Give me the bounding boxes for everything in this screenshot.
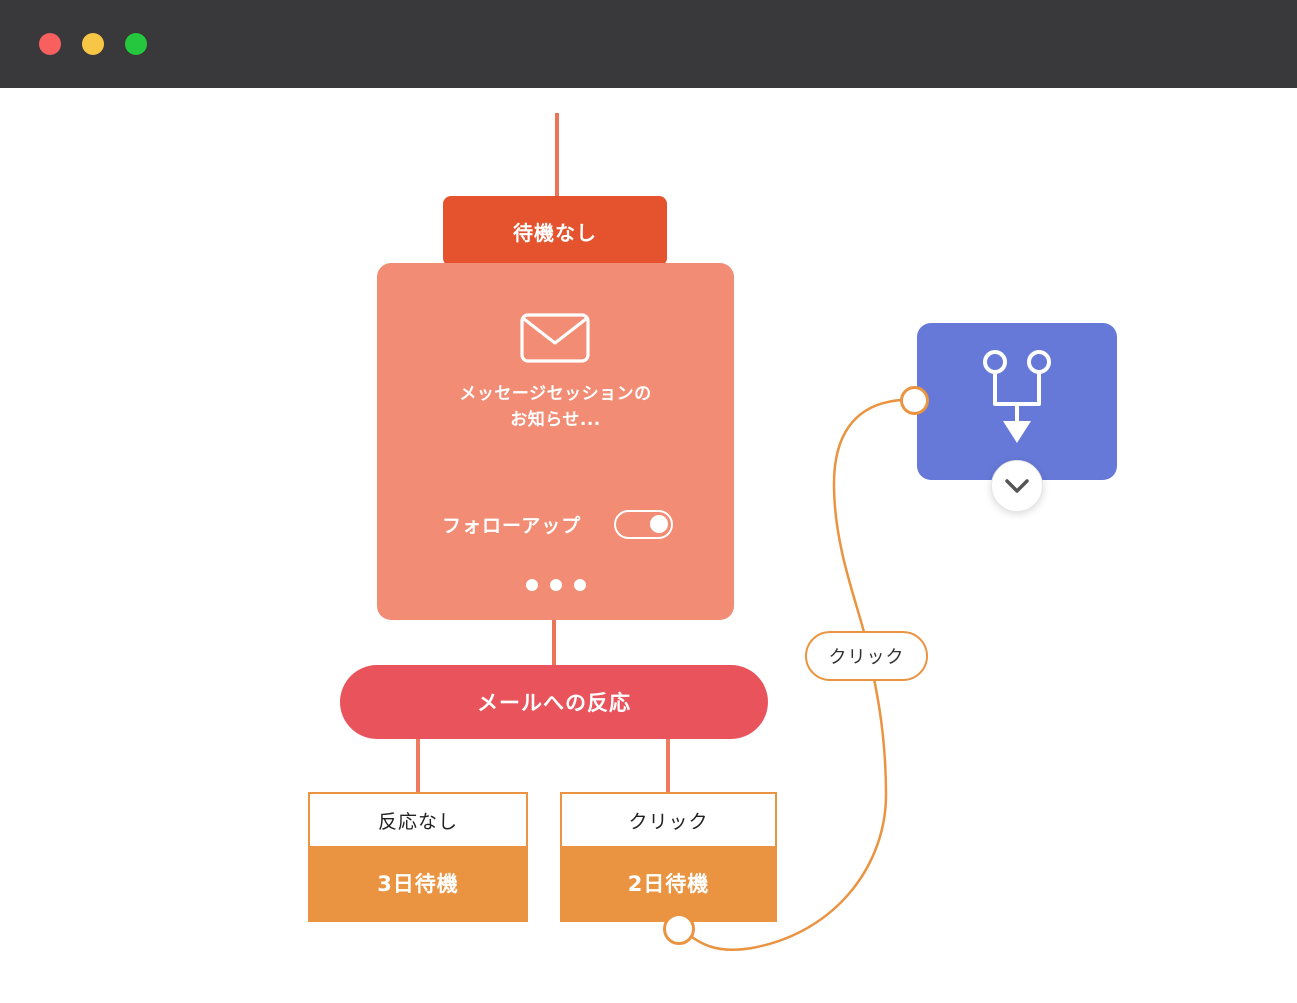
curve-click-label[interactable]: クリック bbox=[805, 631, 928, 681]
branch-click-node[interactable]: クリック 2日待機 bbox=[560, 792, 777, 922]
envelope-icon bbox=[520, 313, 590, 363]
curve-click-label-text: クリック bbox=[828, 647, 905, 668]
branch-no-reaction-action: 3日待機 bbox=[310, 846, 526, 920]
close-button[interactable] bbox=[39, 33, 61, 55]
email-message-card[interactable]: メッセージセッションの お知らせ... フォローアップ bbox=[377, 263, 734, 620]
click-branch-connection-point[interactable] bbox=[663, 913, 695, 945]
wait-tag-node[interactable]: 待機なし bbox=[443, 196, 667, 266]
condition-pill-label: メールへの反応 bbox=[477, 691, 631, 715]
wait-tag-label: 待機なし bbox=[513, 220, 597, 245]
email-reaction-condition-node[interactable]: メールへの反応 bbox=[340, 665, 768, 739]
minimize-button[interactable] bbox=[82, 33, 104, 55]
branch-no-reaction-node[interactable]: 反応なし 3日待機 bbox=[308, 792, 528, 922]
branch-click-action: 2日待機 bbox=[562, 846, 775, 920]
email-card-title-line2: お知らせ... bbox=[510, 410, 601, 430]
chevron-down-icon bbox=[1005, 479, 1029, 493]
expand-chevron-button[interactable] bbox=[991, 460, 1043, 512]
email-card-title: メッセージセッションの お知らせ... bbox=[377, 381, 734, 433]
branch-click-condition: クリック bbox=[628, 810, 709, 833]
blue-node-connection-point[interactable] bbox=[900, 386, 929, 415]
email-card-title-line1: メッセージセッションの bbox=[459, 384, 652, 404]
followup-label: フォローアップ bbox=[442, 515, 582, 537]
window-titlebar bbox=[0, 0, 1297, 88]
branch-merge-node[interactable] bbox=[917, 323, 1117, 480]
toggle-knob bbox=[650, 515, 668, 533]
maximize-button[interactable] bbox=[125, 33, 147, 55]
click-branch-curve bbox=[683, 398, 902, 952]
branch-no-reaction-condition: 反応なし bbox=[377, 810, 458, 833]
branch-merge-icon bbox=[967, 349, 1067, 451]
card-menu-dots[interactable] bbox=[377, 579, 734, 591]
followup-toggle[interactable] bbox=[614, 510, 673, 539]
